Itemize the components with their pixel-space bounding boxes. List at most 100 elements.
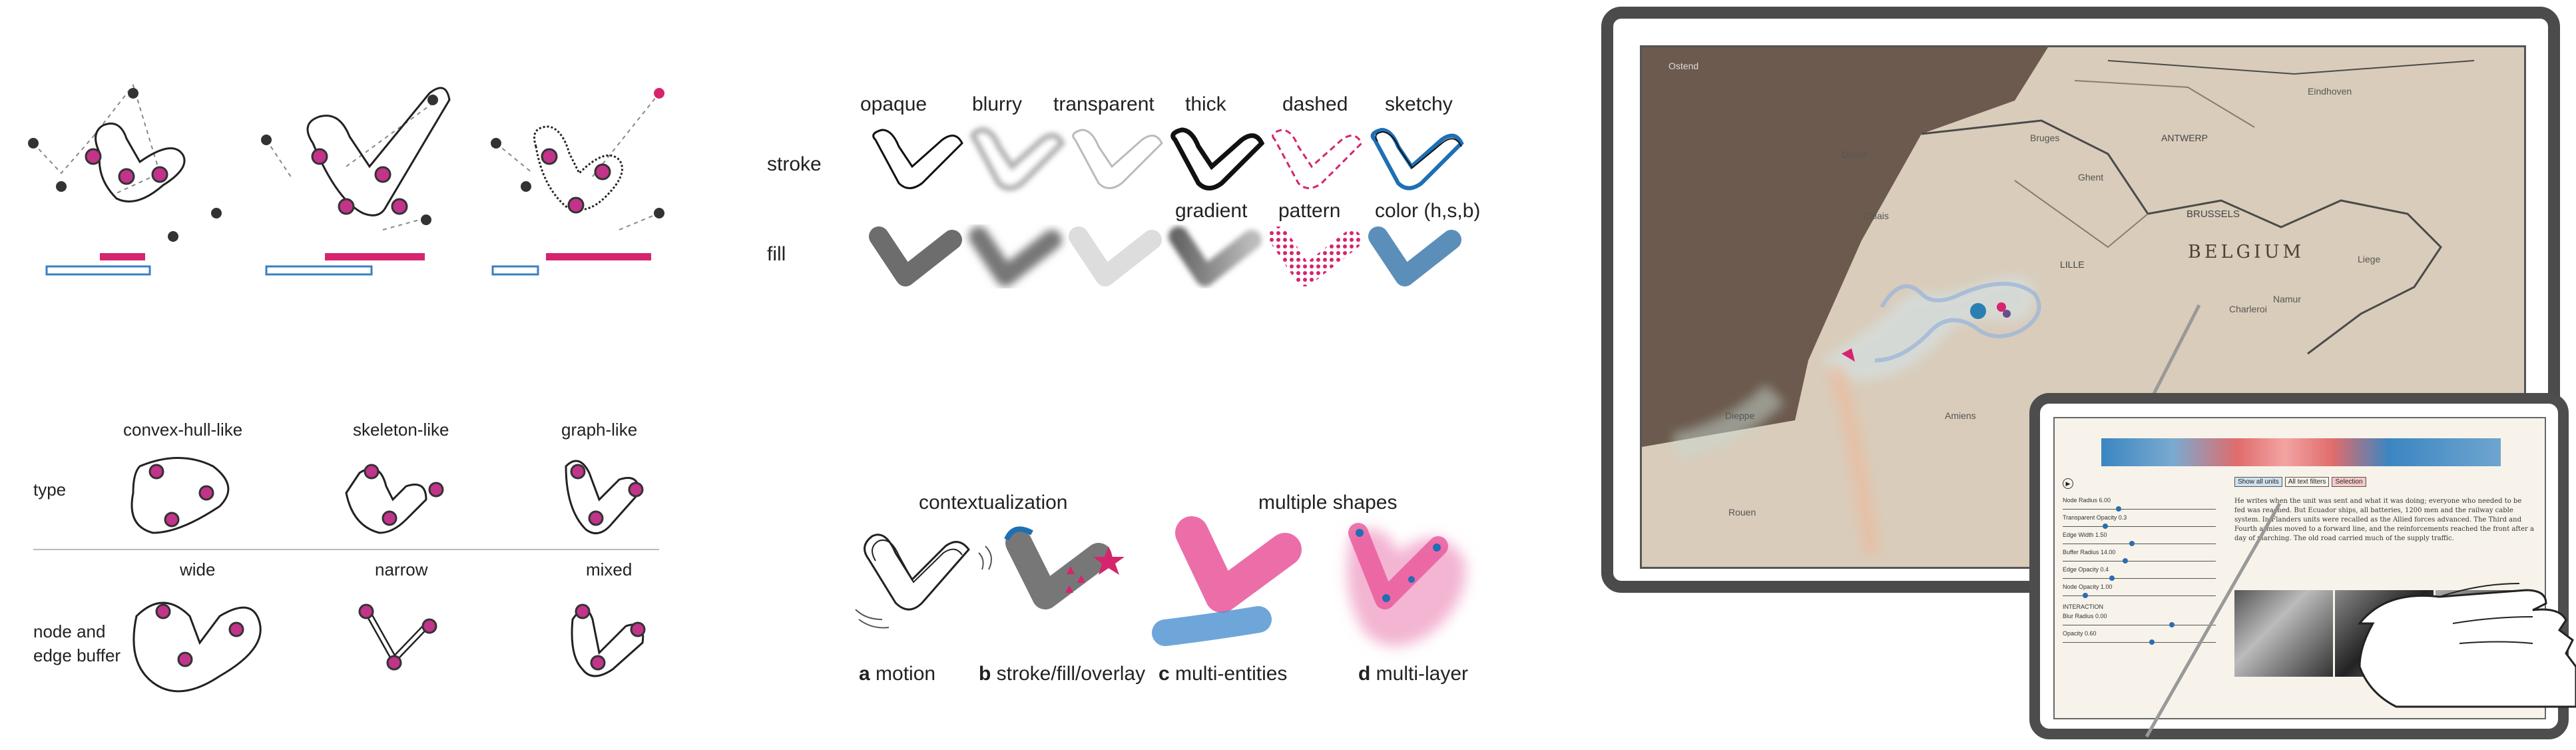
caption-b: b stroke/fill/overlay — [979, 663, 1146, 685]
style-label-gradient: gradient — [1175, 200, 1248, 222]
variant-hull-1 — [28, 83, 222, 276]
buffer-heading-mixed: mixed — [586, 560, 633, 579]
buffer-wide — [132, 601, 262, 693]
stroke-dashed — [1272, 129, 1363, 189]
caption-a: a motion — [859, 663, 936, 685]
slider[interactable] — [2063, 638, 2222, 647]
place-lille: LILLE — [2060, 259, 2085, 270]
caption-d: d multi-layer — [1358, 663, 1469, 685]
combo-motion — [855, 534, 992, 629]
style-label-dashed: dashed — [1282, 93, 1348, 115]
slider[interactable] — [2063, 522, 2222, 532]
style-label-blurry: blurry — [972, 93, 1023, 115]
play-button[interactable]: ▶ — [2063, 478, 2073, 489]
country-label: BELGIUM — [2188, 242, 2305, 262]
slider-label: Node Radius 6.00 — [2063, 497, 2111, 504]
style-label-color: color (h,s,b) — [1375, 200, 1481, 222]
combinations-panel: contextualization multiple shapes a moti… — [839, 480, 1478, 706]
tab-selection[interactable]: Selection — [2332, 477, 2366, 487]
style-label-pattern: pattern — [1278, 200, 1341, 222]
slider-label: Blur Radius 0.00 — [2063, 613, 2107, 619]
slider[interactable] — [2063, 557, 2222, 566]
fill-color — [1368, 226, 1461, 286]
settings-list: Node Radius 6.00 Transparent Opacity 0.3… — [2063, 497, 2222, 647]
place-dover: Dover — [1842, 149, 1867, 160]
combo-overlay — [1004, 526, 1125, 609]
slider[interactable] — [2063, 621, 2222, 630]
shape-skeleton — [345, 464, 444, 534]
buffer-label: node and edge buffer — [33, 621, 121, 665]
type-heading-graph: graph-like — [561, 420, 638, 440]
timeline-bar[interactable] — [2101, 438, 2501, 466]
slider[interactable] — [2063, 574, 2222, 583]
stroke-thick — [1170, 127, 1265, 190]
fill-row-label: fill — [767, 243, 786, 265]
place-antwerp: ANTWERP — [2161, 133, 2208, 143]
place-dieppe: Dieppe — [1725, 410, 1755, 421]
stroke-blurry — [970, 127, 1065, 191]
slider[interactable] — [2063, 505, 2222, 514]
section-label: INTERACTION — [2063, 603, 2104, 610]
buffer-heading-wide: wide — [180, 560, 216, 579]
slider-label: Edge Width 1.50 — [2063, 532, 2107, 538]
place-eindhoven: Eindhoven — [2308, 86, 2352, 97]
tab-bar: Show all units All text filters Selectio… — [2234, 477, 2366, 487]
photo — [2234, 590, 2333, 677]
type-label: type — [33, 480, 67, 500]
place-charleroi: Charleroi — [2229, 304, 2267, 314]
fill-gradient — [1168, 226, 1262, 286]
fill-blurry — [969, 226, 1062, 286]
fill-pattern — [1268, 226, 1362, 286]
slider-label: Node Opacity 1.00 — [2063, 583, 2113, 590]
combo-header-left: contextualization — [919, 492, 1068, 514]
slider[interactable] — [2063, 591, 2222, 601]
buffer-narrow — [358, 603, 437, 671]
stroke-opaque — [872, 129, 963, 189]
styles-panel: stroke fill opaque blurry transparent th… — [752, 80, 1491, 320]
shape-variants-top — [28, 83, 664, 276]
stroke-row-label: stroke — [767, 153, 822, 175]
variant-hull-3 — [491, 88, 664, 276]
variant-hull-2 — [261, 87, 451, 276]
style-label-sketchy: sketchy — [1385, 93, 1453, 115]
shape-types-panel: type node and edge buffer convex-hull-li… — [0, 400, 706, 719]
type-heading-skeleton: skeleton-like — [353, 420, 449, 440]
slider-label: Transparent Opacity 0.3 — [2063, 514, 2127, 521]
stroke-transparent — [1072, 129, 1163, 189]
place-namur: Namur — [2273, 294, 2302, 304]
place-bruges: Bruges — [2030, 133, 2060, 143]
place-brussels: BRUSSELS — [2187, 208, 2240, 220]
border-belgium — [1921, 119, 2442, 355]
buffer-mixed — [571, 603, 646, 677]
place-ostend: Ostend — [1669, 61, 1699, 71]
slider-label: Buffer Radius 14.00 — [2063, 549, 2116, 556]
tab-show-all[interactable]: Show all units — [2234, 477, 2282, 487]
caption-c: c multi-entities — [1159, 663, 1288, 685]
place-calais: Calais — [1863, 210, 1889, 221]
slider-label: Opacity 0.60 — [2063, 630, 2097, 637]
type-heading-convex: convex-hull-like — [123, 420, 243, 440]
place-amiens: Amiens — [1945, 410, 1976, 421]
combo-multi-entities — [1152, 516, 1302, 646]
style-label-transparent: transparent — [1053, 93, 1155, 115]
slider[interactable] — [2063, 540, 2222, 549]
unit-shape-overlay — [1672, 276, 2041, 555]
place-rouen: Rouen — [1728, 507, 1756, 518]
style-label-opaque: opaque — [860, 93, 927, 115]
fill-opaque — [869, 226, 962, 286]
slider-label: Edge Opacity 0.4 — [2063, 566, 2109, 573]
shape-graph — [565, 460, 644, 535]
text-paragraph: He writes when the unit was sent and wha… — [2234, 498, 2534, 542]
combo-header-right: multiple shapes — [1258, 492, 1398, 514]
hand — [2145, 502, 2576, 738]
tab-filters[interactable]: All text filters — [2284, 477, 2330, 487]
combo-multi-layer — [1347, 523, 1466, 646]
buffer-heading-narrow: narrow — [375, 560, 428, 579]
shape-convex-hull — [130, 457, 230, 534]
fill-transparent — [1069, 226, 1162, 286]
sea-area — [1642, 47, 2048, 447]
place-liege: Liege — [2358, 254, 2381, 264]
place-ghent: Ghent — [2078, 172, 2104, 183]
style-label-thick: thick — [1185, 93, 1226, 115]
stroke-sketchy — [1370, 127, 1464, 190]
